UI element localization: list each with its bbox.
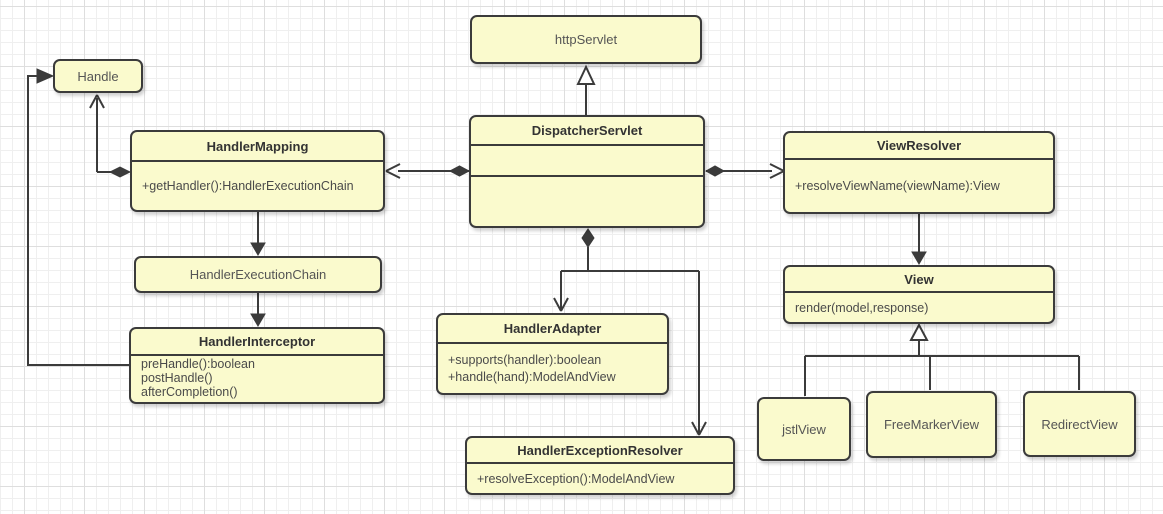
diamond-icon — [448, 165, 471, 177]
methods-compartment: +resolveViewName(viewName):View — [785, 160, 1053, 212]
methods-compartment: render(model,response) — [785, 293, 1053, 322]
class-title: ViewResolver — [785, 133, 1053, 160]
hollow-triangle-icon — [909, 322, 929, 341]
diamond-icon — [108, 166, 132, 178]
class-title: Handle — [77, 68, 119, 84]
edge-handlermapping-handlerexecutionchain — [250, 212, 266, 256]
open-arrow-icon — [691, 421, 707, 436]
edge-view-subclasses — [804, 322, 1080, 396]
class-handlermapping[interactable]: HandlerMapping +getHandler():HandlerExec… — [130, 130, 385, 212]
class-view[interactable]: View render(model,response) — [783, 265, 1055, 324]
solid-arrow-icon — [250, 313, 266, 327]
class-httpservlet[interactable]: httpServlet — [470, 15, 702, 64]
open-arrow-icon — [89, 94, 105, 109]
method: +resolveException():ModelAndView — [477, 471, 675, 486]
class-handlerexecutionchain[interactable]: HandlerExecutionChain — [134, 256, 382, 293]
class-handlerinterceptor[interactable]: HandlerInterceptor preHandle():boolean p… — [129, 327, 385, 404]
diamond-icon — [704, 165, 726, 177]
solid-arrow-icon — [911, 251, 927, 265]
class-title: jstlView — [782, 421, 826, 437]
method: preHandle():boolean — [141, 357, 255, 371]
method: +resolveViewName(viewName):View — [795, 179, 1000, 193]
methods-compartment: +getHandler():HandlerExecutionChain — [132, 162, 383, 210]
class-title: httpServlet — [554, 32, 618, 47]
class-redirectview[interactable]: RedirectView — [1023, 391, 1136, 457]
edge-viewresolver-view — [911, 214, 927, 265]
attributes-compartment — [471, 146, 703, 177]
class-jstlview[interactable]: jstlView — [757, 397, 851, 461]
class-handleradapter[interactable]: HandlerAdapter +supports(handler):boolea… — [436, 313, 669, 395]
method: +handle(hand):ModelAndView — [448, 369, 616, 384]
class-handlerexceptionresolver[interactable]: HandlerExceptionResolver +resolveExcepti… — [465, 436, 735, 495]
open-arrow-icon — [553, 297, 569, 312]
solid-arrow-icon — [36, 68, 55, 84]
method: render(model,response) — [795, 300, 929, 315]
method: afterCompletion() — [141, 385, 238, 399]
edge-handlerinterceptor-handle — [27, 68, 130, 366]
edge-handlerexecutionchain-handlerinterceptor — [250, 293, 266, 327]
method: postHandle() — [141, 371, 213, 385]
class-title: View — [785, 267, 1053, 293]
solid-arrow-icon — [250, 242, 266, 256]
edge-dispatcherservlet-httpservlet — [576, 64, 596, 115]
method: +supports(handler):boolean — [448, 352, 602, 367]
class-handle[interactable]: Handle — [53, 59, 143, 93]
edge-dispatcherservlet-handlermapping — [385, 163, 471, 179]
methods-compartment: +supports(handler):boolean +handle(hand)… — [438, 344, 667, 393]
class-title: HandlerExecutionChain — [189, 267, 327, 282]
class-title: FreeMarkerView — [883, 417, 980, 432]
open-arrow-icon — [385, 163, 401, 179]
class-dispatcherservlet[interactable]: DispatcherServlet — [469, 115, 705, 228]
methods-compartment: preHandle():boolean postHandle() afterCo… — [131, 356, 383, 400]
class-title: HandlerAdapter — [438, 315, 667, 344]
class-freemarkerview[interactable]: FreeMarkerView — [866, 391, 997, 458]
class-title: HandlerInterceptor — [131, 329, 383, 356]
class-title: RedirectView — [1041, 416, 1118, 432]
diamond-icon — [581, 228, 595, 248]
class-title: DispatcherServlet — [471, 117, 703, 146]
edge-dispatcherservlet-viewresolver — [704, 163, 785, 179]
open-arrow-icon — [769, 163, 785, 179]
class-title: HandlerMapping — [132, 132, 383, 162]
method: +getHandler():HandlerExecutionChain — [142, 179, 354, 193]
hollow-triangle-icon — [576, 64, 596, 85]
edge-handlermapping-handle — [89, 94, 132, 178]
methods-compartment: +resolveException():ModelAndView — [467, 464, 733, 493]
class-viewresolver[interactable]: ViewResolver +resolveViewName(viewName):… — [783, 131, 1055, 214]
class-title: HandlerExceptionResolver — [467, 438, 733, 464]
